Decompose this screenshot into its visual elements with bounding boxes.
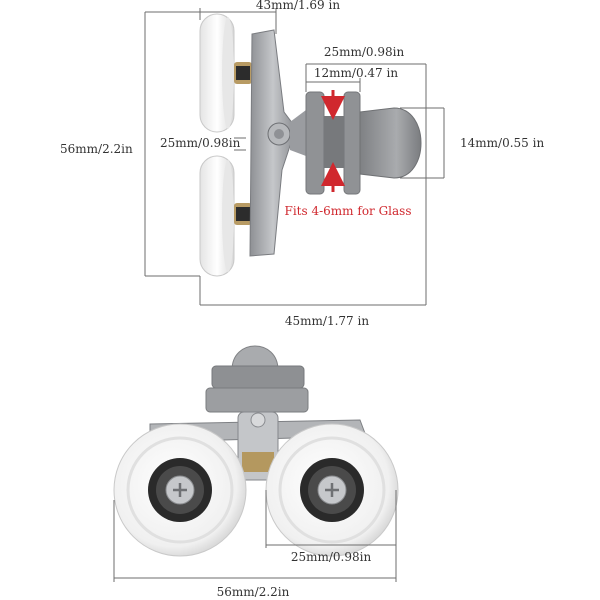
clamp-gap-core bbox=[324, 116, 344, 168]
top-width-label: 43mm/1.69 in bbox=[256, 0, 340, 12]
clamp-disk-inner bbox=[343, 91, 361, 195]
dome-cap bbox=[359, 107, 422, 179]
front-right-wheel bbox=[265, 423, 399, 557]
front-wheel-diameter-label: 25mm/0.98in bbox=[291, 550, 372, 564]
wheel-diameter-label-top: 25mm/0.98in bbox=[160, 136, 241, 150]
connector-link bbox=[290, 110, 306, 156]
front-center-nut bbox=[242, 452, 274, 472]
bracket-plate bbox=[249, 29, 297, 257]
height-label: 56mm/2.2in bbox=[60, 142, 133, 156]
bottom-width-label: 45mm/1.77 in bbox=[285, 314, 369, 328]
front-overall-width-label: 56mm/2.2in bbox=[217, 585, 290, 599]
top-view-product bbox=[199, 13, 422, 277]
upper-wheel-side bbox=[199, 13, 235, 133]
clamp-disk-outer bbox=[305, 91, 325, 195]
front-left-wheel bbox=[113, 423, 247, 557]
glass-fit-note: Fits 4-6mm for Glass bbox=[285, 204, 412, 218]
front-clamp-lower bbox=[205, 387, 309, 413]
top-view-dimension-lines bbox=[144, 8, 445, 306]
front-view-product bbox=[113, 345, 399, 557]
clamp-outer-width-label: 25mm/0.98in bbox=[324, 45, 405, 59]
front-clamp-upper bbox=[211, 365, 305, 389]
cap-diameter-label: 14mm/0.55 in bbox=[460, 136, 544, 150]
front-view-dimension-lines bbox=[113, 490, 397, 582]
clamp-inner-width-label: 12mm/0.47 in bbox=[314, 66, 398, 80]
lower-wheel-side bbox=[199, 155, 235, 277]
